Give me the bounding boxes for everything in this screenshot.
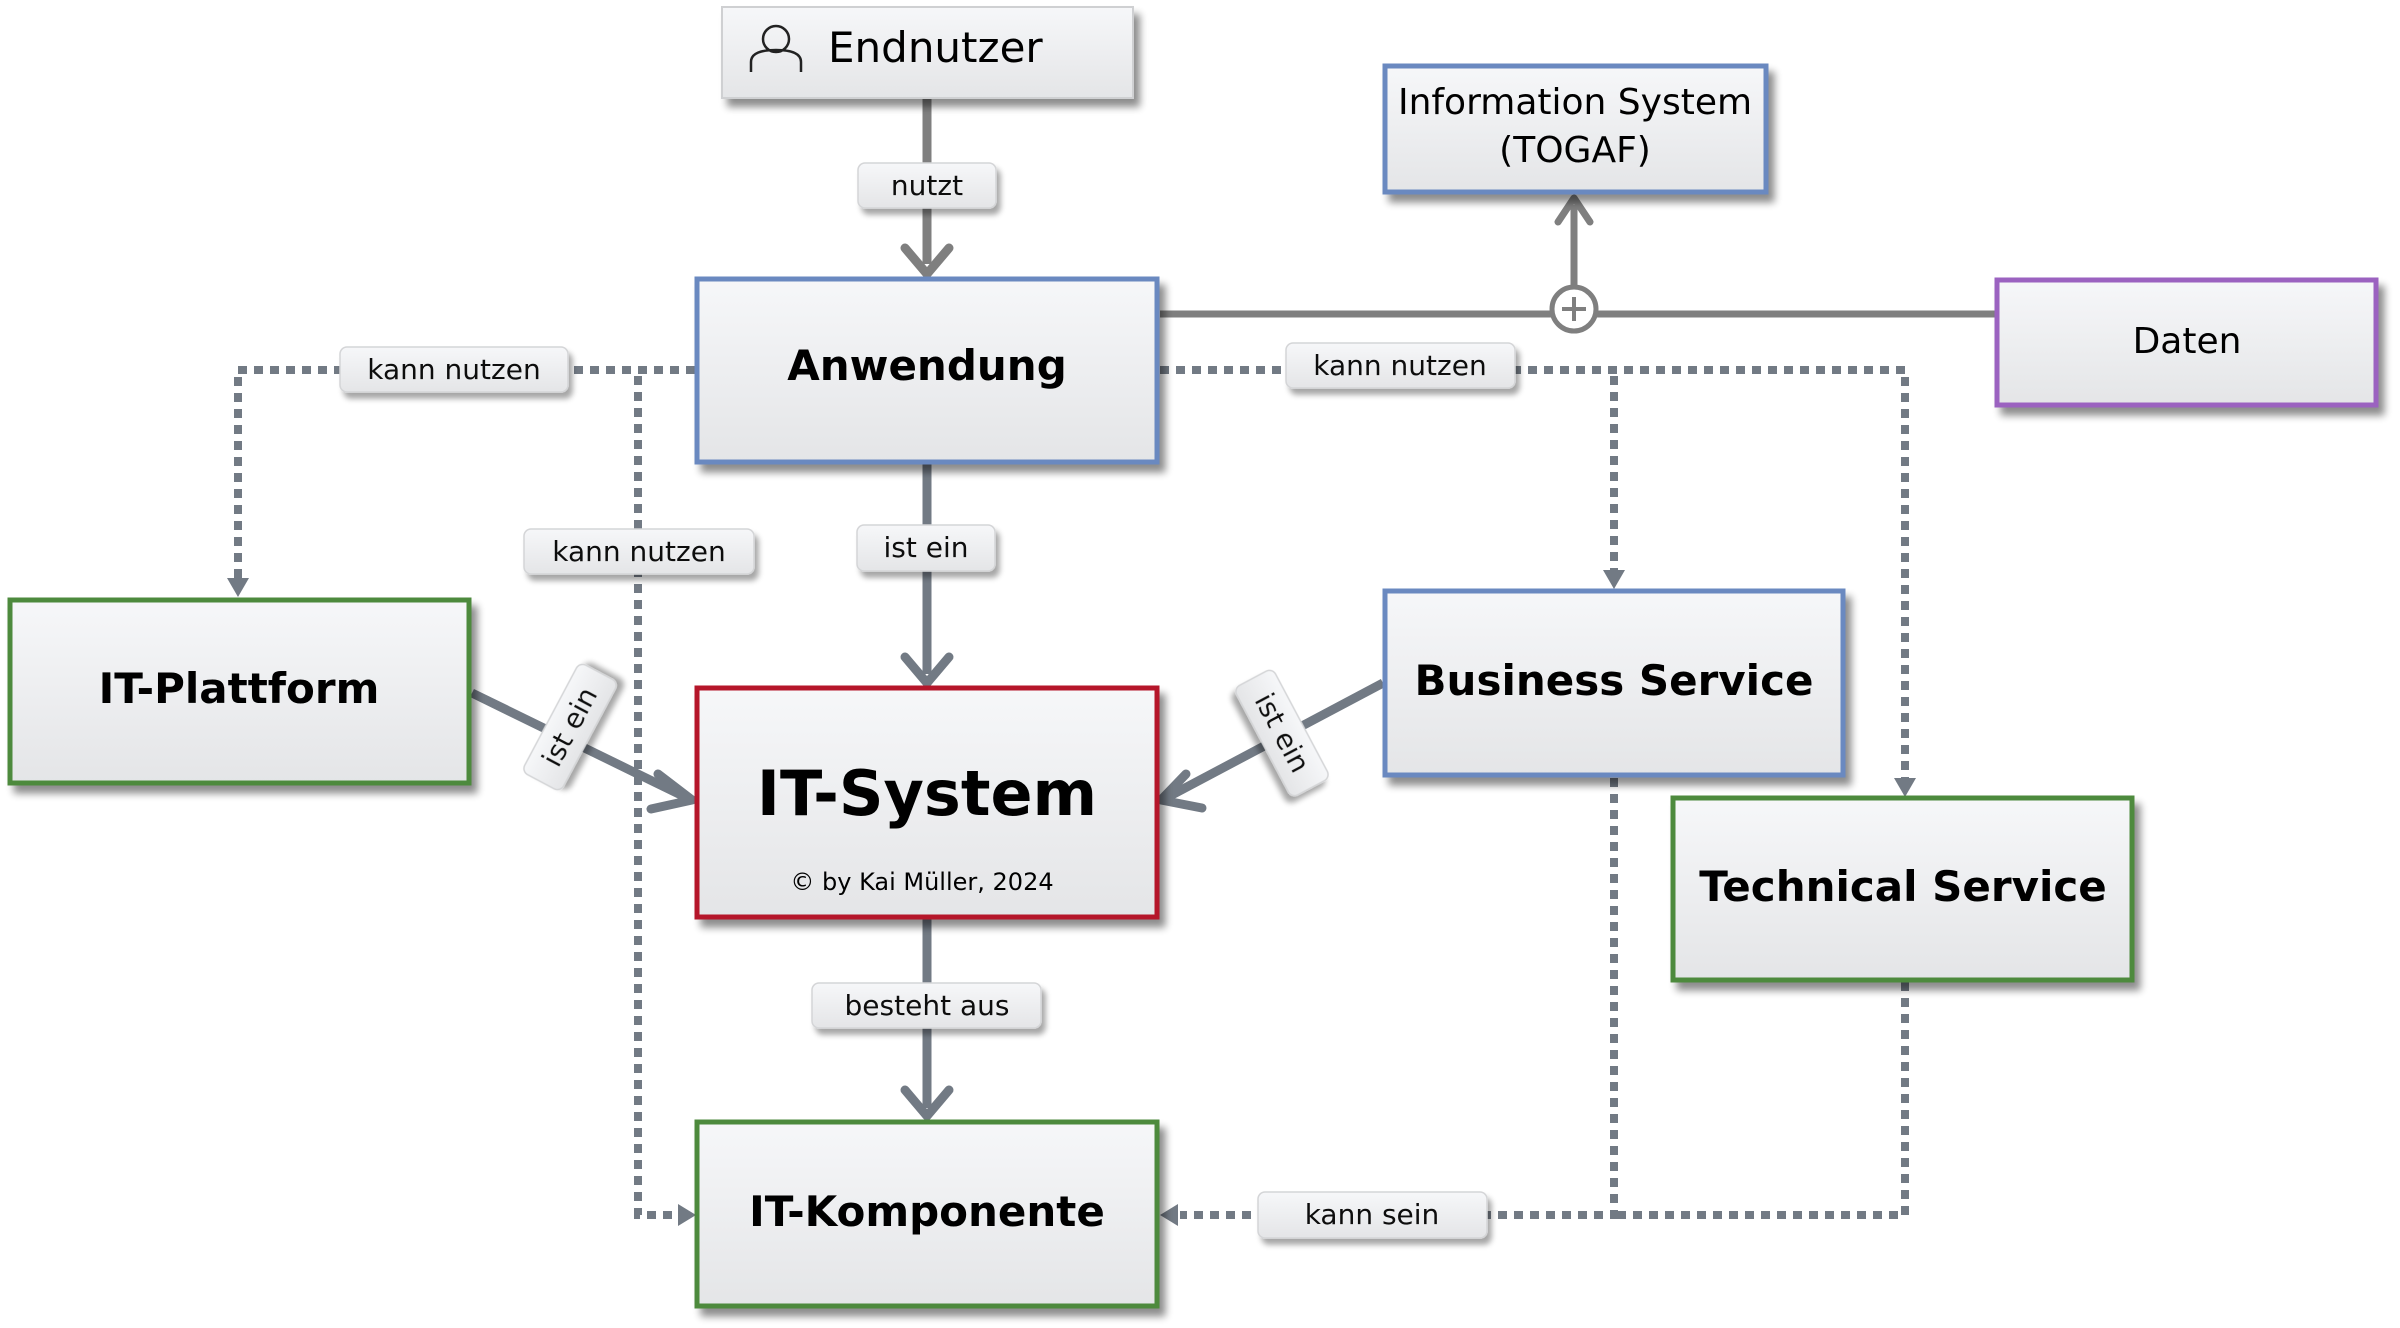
edge-anwendung-it-system xyxy=(900,463,954,688)
arrowhead xyxy=(1156,769,1207,813)
edge-label-kann-nutzen-text: kann nutzen xyxy=(552,535,725,568)
arrowhead xyxy=(678,1204,696,1226)
node-it-system[interactable]: IT-System © by Kai Müller, 2024 xyxy=(694,685,1160,920)
edge-label-kann-nutzen-text: kann nutzen xyxy=(1313,349,1486,382)
node-it-system-label: IT-System xyxy=(757,757,1097,830)
arrowhead xyxy=(1603,570,1625,589)
edge-label-kann-nutzen-services: kann nutzen xyxy=(1285,342,1516,389)
node-endnutzer[interactable]: Endnutzer xyxy=(721,6,1134,99)
arrowhead xyxy=(1160,1204,1178,1226)
node-daten-label: Daten xyxy=(2133,321,2242,362)
node-technical-service[interactable]: Technical Service xyxy=(1670,795,2135,983)
arrowhead xyxy=(900,243,954,279)
node-information-system-label-line1: Information System xyxy=(1398,82,1752,123)
arrowhead xyxy=(900,652,954,688)
node-anwendung[interactable]: Anwendung xyxy=(694,276,1160,465)
node-business-service[interactable]: Business Service xyxy=(1382,588,1846,778)
node-it-komponente-label: IT-Komponente xyxy=(749,1187,1105,1236)
edge-label-kann-sein: kann sein xyxy=(1257,1191,1488,1239)
arrowhead xyxy=(646,769,697,814)
edge-label-besteht-aus-text: besteht aus xyxy=(845,989,1010,1022)
edge-label-ist-ein-business: ist ein xyxy=(1235,669,1329,797)
edge-label-kann-nutzen-text: kann nutzen xyxy=(367,353,540,386)
plus-circle-junction-icon xyxy=(1549,284,1599,334)
edge-label-kann-nutzen-komponente: kann nutzen xyxy=(523,528,755,575)
node-it-komponente[interactable]: IT-Komponente xyxy=(694,1119,1160,1309)
edge-label-ist-ein-vertical: ist ein xyxy=(856,524,996,572)
node-technical-service-label: Technical Service xyxy=(1699,862,2107,911)
arrowhead xyxy=(1554,194,1594,226)
edge-label-besteht-aus: besteht aus xyxy=(811,982,1042,1029)
node-it-plattform-label: IT-Plattform xyxy=(99,664,380,713)
edge-label-nutzt-text: nutzt xyxy=(891,169,963,202)
arrowhead xyxy=(900,1085,954,1121)
node-daten[interactable]: Daten xyxy=(1994,277,2379,408)
node-information-system[interactable]: Information System (TOGAF) xyxy=(1382,63,1769,195)
edge-label-kann-sein-text: kann sein xyxy=(1305,1198,1440,1231)
user-icon xyxy=(749,24,803,72)
copyright-text: © by Kai Müller, 2024 xyxy=(790,868,1053,896)
edge-anwendung-daten xyxy=(1160,194,1995,334)
edge-anwendung-it-komponente xyxy=(634,376,680,1219)
arrowhead xyxy=(227,578,249,597)
arrowhead xyxy=(1894,778,1916,797)
node-information-system-label-line2: (TOGAF) xyxy=(1499,130,1651,171)
node-endnutzer-label: Endnutzer xyxy=(828,23,1043,72)
node-it-plattform[interactable]: IT-Plattform xyxy=(7,597,472,786)
edge-label-nutzt: nutzt xyxy=(857,162,997,209)
edge-label-kann-nutzen-plattform: kann nutzen xyxy=(339,346,569,393)
edge-label-ist-ein-text: ist ein xyxy=(884,531,969,564)
node-anwendung-label: Anwendung xyxy=(787,341,1067,390)
node-business-service-label: Business Service xyxy=(1415,656,1814,705)
